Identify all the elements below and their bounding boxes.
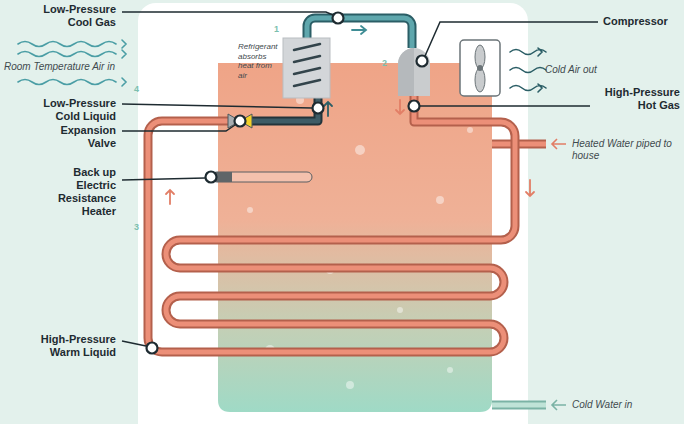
flow-arrows [166, 26, 534, 204]
callout-circles [409, 101, 420, 112]
callout-label: Compressor [603, 15, 681, 28]
air-waves [510, 68, 546, 73]
fan [460, 40, 500, 96]
air-waves [18, 50, 126, 58]
water-note: Heated Water piped to house [572, 138, 672, 162]
hot-refrigerant-coil [148, 96, 515, 352]
leader-lines [122, 178, 205, 180]
hot-refrigerant-coil [148, 96, 515, 352]
bubbles [346, 381, 354, 389]
leader-lines [425, 22, 598, 56]
step-number: 2 [382, 58, 392, 68]
air-waves [510, 84, 546, 92]
callout-circles [313, 103, 324, 114]
white-panel [138, 3, 528, 424]
callout-circles [147, 13, 428, 354]
flow-arrows [166, 190, 174, 204]
evaporator [283, 38, 330, 98]
callout-circles [235, 116, 246, 127]
air-note: Room Temperature Air in [4, 61, 134, 73]
water-pipes [492, 403, 546, 408]
callout-circles [417, 56, 428, 67]
step-number: 3 [134, 222, 144, 232]
callout-circles [206, 172, 217, 183]
leader-lines [122, 12, 333, 15]
step-number: 4 [134, 84, 144, 94]
bubbles [436, 196, 444, 204]
evaporator [294, 44, 320, 86]
callout-circles [147, 343, 158, 354]
evaporator [294, 68, 320, 74]
callout-circles [333, 13, 344, 24]
bubbles [247, 207, 253, 213]
evaporator [294, 80, 320, 86]
callout-label: Expansion Valve [46, 124, 116, 150]
fan [460, 40, 500, 96]
bubbles [467, 127, 473, 133]
leader-lines [122, 341, 146, 346]
water-pipes [552, 400, 566, 410]
water-pipes [492, 401, 546, 410]
callout-label: High-Pressure Warm Liquid [20, 333, 116, 359]
step-number: 1 [274, 24, 284, 34]
process-note: Refrigerant absorbs heat from air [238, 42, 282, 80]
callout-label: Back up Electric Resistance Heater [46, 166, 116, 218]
flow-arrows [526, 180, 534, 196]
fan [475, 68, 485, 92]
air-waves [18, 78, 126, 86]
leader-lines [122, 125, 235, 131]
evaporator [294, 56, 320, 62]
air-waves [18, 40, 126, 48]
leader-lines [122, 104, 312, 108]
expansion-valve [228, 114, 252, 128]
bubbles [355, 145, 365, 155]
backup-heater [212, 172, 312, 182]
compressor [398, 48, 414, 96]
water-pipes [552, 139, 566, 149]
air-waves [510, 48, 546, 56]
fan [477, 65, 483, 71]
hot-refrigerant-coil [148, 96, 515, 352]
leader-lines [122, 12, 598, 346]
flow-arrows [396, 100, 404, 114]
callout-label: Low-Pressure Cool Gas [26, 3, 116, 29]
flow-arrows [352, 26, 366, 34]
air-note: Cold Air out [545, 64, 605, 76]
leader-lines [420, 105, 590, 107]
evaporator [294, 44, 320, 50]
flow-arrows [324, 102, 332, 116]
callout-label: Low-Pressure Cold Liquid [20, 97, 116, 123]
bubbles [397, 307, 403, 313]
backup-heater [212, 172, 312, 182]
water-note: Cold Water in [572, 399, 672, 411]
bubbles [447, 367, 453, 373]
evaporator [283, 38, 330, 98]
callout-label: High-Pressure Hot Gas [596, 86, 680, 112]
